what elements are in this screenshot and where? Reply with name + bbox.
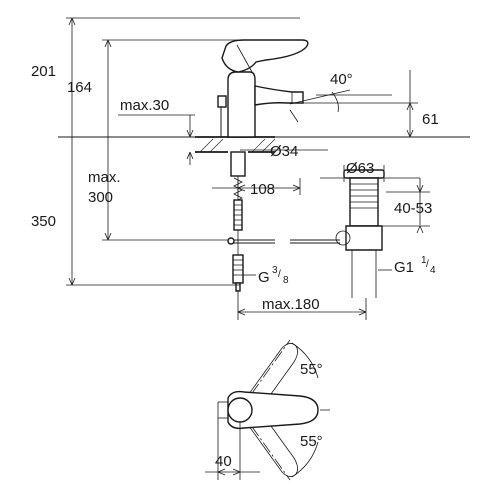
side-elevation [58,17,470,320]
label-spout-reach-height: 61 [422,111,439,128]
label-plan-offset: 40 [215,453,232,470]
swing-centerline-top [239,339,291,411]
label-supply-thread: G 3 / 8 [258,265,289,286]
supply-thread-frac-den: 8 [283,275,289,286]
plan-view [205,339,330,481]
popup-rod [220,107,340,245]
swing-centerline-bottom [239,409,291,481]
label-waste-diameter: Ø63 [346,160,374,177]
lever-angle-marker [289,89,392,123]
label-max: max. [88,169,121,186]
label-spout-height: 164 [67,79,92,96]
waste-thread-slash: / [426,259,429,270]
swing-arc-bottom [291,441,319,478]
label-max-counter: max.30 [120,97,169,114]
waste-range-dim [382,178,430,234]
vertical-dimensions-left [66,17,300,286]
supply-thread-slash: / [278,269,281,280]
waste-thread-frac-den: 4 [430,265,436,276]
max180-dim [237,290,367,320]
supply-pipes [230,151,246,292]
worktop-slab [195,136,276,153]
label-hole-diameter: Ø34 [270,143,298,160]
lever-plan [227,390,319,430]
waste-valve [335,169,385,298]
waste-thread-frac-num: 1 [421,255,427,266]
spout-height-dim [300,70,418,138]
supply-thread-frac-num: 3 [272,265,278,276]
label-height-total: 201 [31,63,56,80]
faucet-body-plan [227,397,253,423]
waste-thread-base: G1 [394,259,414,276]
label-max-value: 300 [88,189,113,206]
label-swing-bottom: 55° [300,433,323,450]
plan-offset-dim [205,468,260,476]
label-pipe-offset: 108 [250,181,275,198]
label-swing-top: 55° [300,361,323,378]
supply-thread-base: G [258,269,270,286]
swing-arc-top [291,342,319,379]
label-waste-thread: G1 1 / 4 [394,255,436,276]
label-overall-height: 350 [31,213,56,230]
label-waste-range: 40-53 [394,200,432,217]
faucet-body [217,39,309,138]
waste-diameter-dim [320,165,420,182]
pipe-offset-dim [212,178,301,196]
max30-leader [118,114,195,165]
label-lever-angle: 40° [330,71,353,88]
label-max-horizontal: max.180 [262,296,320,313]
